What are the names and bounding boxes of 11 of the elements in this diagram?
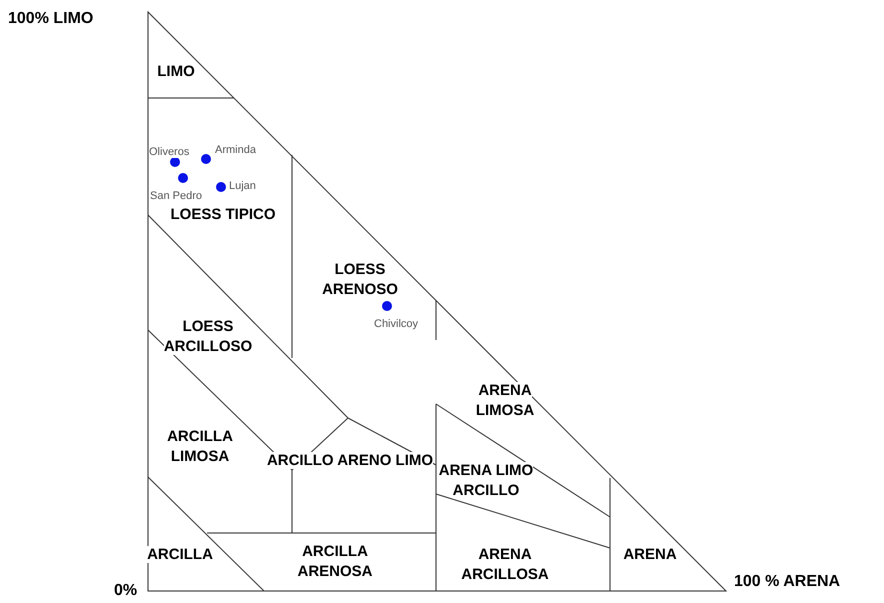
point-label: Oliveros xyxy=(149,146,190,158)
axis-label: 0% xyxy=(114,582,138,600)
point-label: Arminda xyxy=(215,144,256,156)
soil-class-label: ARCILLO ARENO LIMO xyxy=(265,451,435,471)
point-label: San Pedro xyxy=(150,190,202,202)
axis-label: 100 % ARENA xyxy=(734,573,840,591)
soil-class-label: LIMO xyxy=(136,62,216,82)
axis-label: 100% LIMO xyxy=(8,10,94,28)
soil-class-label: ARENA LIMOSA xyxy=(450,381,560,421)
point-label: Lujan xyxy=(229,180,256,192)
point-label: Chivilcoy xyxy=(374,318,418,330)
